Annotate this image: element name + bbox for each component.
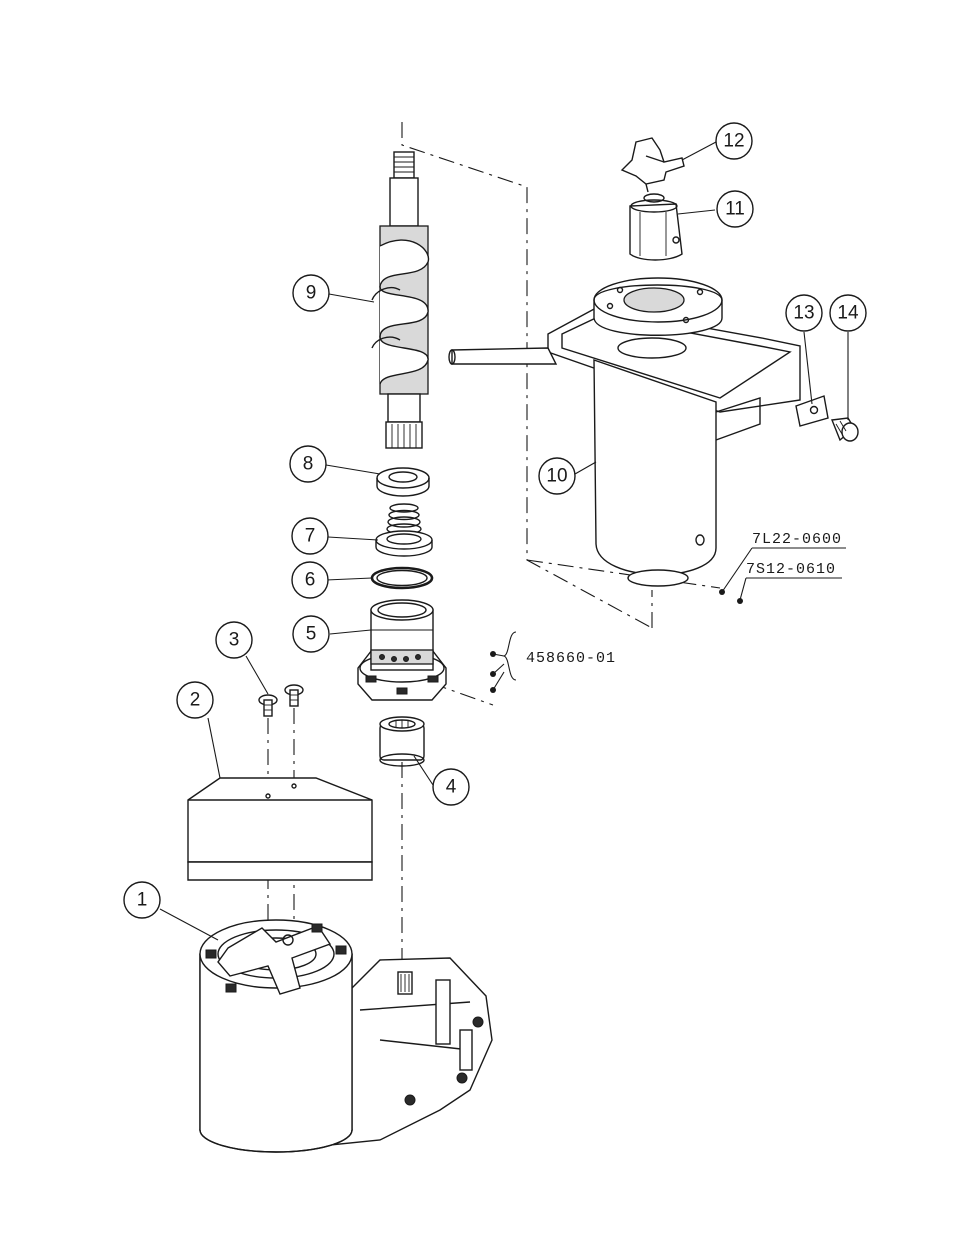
callout-6: 6 [292,562,328,598]
callout-5-label: 5 [306,624,317,645]
callout-9: 9 [293,275,329,311]
callout-7-label: 7 [305,526,316,547]
callout-4: 4 [433,769,469,805]
kit-ref-b: 7S12-0610 [746,561,836,578]
retaining-screw [832,418,858,441]
washer [377,468,429,496]
callout-3-label: 3 [229,630,240,651]
coupler [380,717,424,766]
callout-7: 7 [292,518,328,554]
callout-13: 13 [786,295,822,331]
drive-screw-shaft [372,152,428,448]
callout-12-label: 12 [723,131,744,152]
callout-8-label: 8 [303,454,314,475]
callout-1-label: 1 [137,890,148,911]
callout-2-label: 2 [190,690,201,711]
callout-10: 10 [539,458,575,494]
callout-9-label: 9 [306,283,317,304]
callout-6-label: 6 [305,570,316,591]
reservoir-assembly [449,278,800,586]
kit-ref-c: 458660-01 [526,650,616,667]
callout-11-label: 11 [725,199,745,220]
callout-13-label: 13 [793,303,814,324]
reservoir-cap [622,138,684,192]
callout-14: 14 [830,295,866,331]
valve-housing [358,600,446,700]
callout-4-label: 4 [446,777,457,798]
callout-14-label: 14 [837,303,859,324]
callout-12: 12 [716,123,752,159]
kit-ref-a: 7L22-0600 [752,531,842,548]
o-ring [372,568,432,588]
motor-gearbox-base [200,920,492,1152]
motor-cover [188,778,372,880]
callout-11: 11 [717,191,753,227]
callout-8: 8 [290,446,326,482]
callout-3: 3 [216,622,252,658]
callout-2: 2 [177,682,213,718]
spring-assembly [376,504,432,556]
callout-1: 1 [124,882,160,918]
callout-5: 5 [293,616,329,652]
filter-sleeve [630,194,682,260]
callout-10-label: 10 [546,466,567,487]
